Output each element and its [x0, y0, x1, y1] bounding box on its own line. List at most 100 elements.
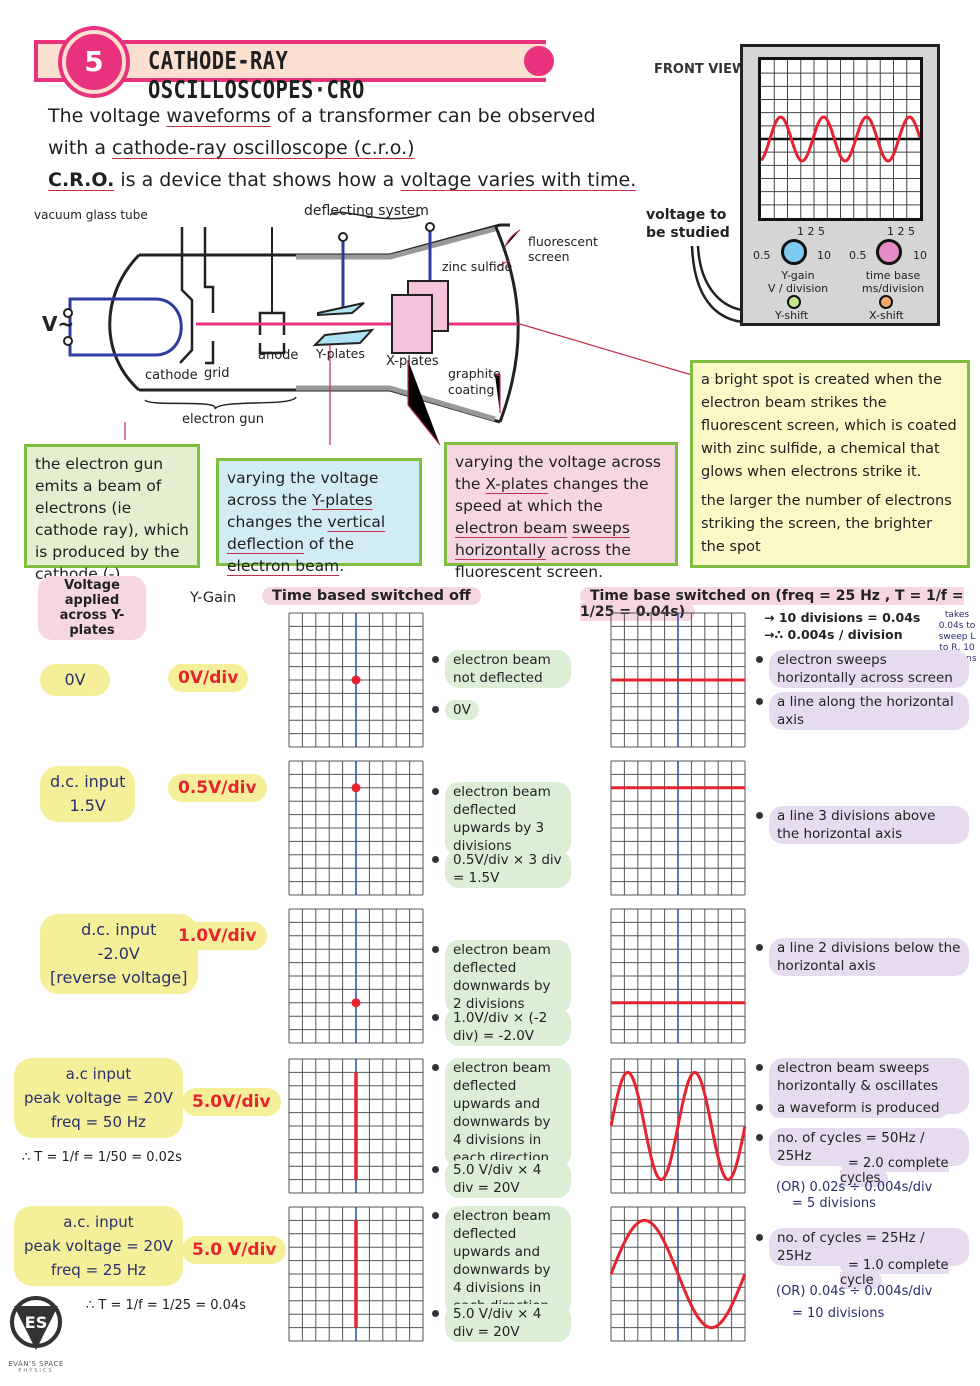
bullet-icon: [432, 655, 439, 663]
voltage-line: a.c input: [65, 1065, 132, 1083]
bullet-icon: [756, 1103, 763, 1111]
brand-logo: ES EVAN'S SPACE PHYSICS: [6, 1296, 66, 1374]
row-voltage: 0V: [40, 664, 110, 696]
xshift-knob[interactable]: [879, 295, 893, 309]
deflecting-label: deflecting system: [304, 203, 429, 219]
voltage-line: d.c. input: [50, 772, 126, 791]
timebase-scale: 1 2 5: [887, 225, 915, 238]
x-plate-front: [391, 294, 433, 354]
grid-timebase-on: [610, 760, 746, 896]
beam-spot: [351, 998, 361, 1008]
anode-label: anode: [258, 348, 299, 363]
calc-note: = 2.0 complete cycles: [840, 1155, 949, 1187]
logo-sub: PHYSICS: [18, 1368, 54, 1374]
bullet-icon: [432, 787, 439, 795]
voltage-line: peak voltage = 20V: [24, 1237, 173, 1255]
calc-note: (OR) 0.02s ÷ 0.004s/div: [776, 1180, 933, 1195]
bullet-icon: [756, 1233, 763, 1241]
grid-timebase-on: [610, 1058, 746, 1194]
row-period: ∴ T = 1/f = 1/50 = 0.02s: [22, 1150, 182, 1165]
yshift-label: Y-shift: [775, 309, 809, 322]
bullet-icon: [432, 1063, 439, 1071]
row-ygain: 1.0V/div: [168, 922, 267, 950]
fluorescent-label: fluorescent screen: [528, 234, 598, 264]
page-title: CATHODE-RAY OSCILLOSCOPES·CRO: [148, 46, 365, 104]
off-note: 5.0 V/div × 4 div = 20V: [432, 1304, 582, 1342]
bullet-icon: [432, 1309, 439, 1317]
es-logo-icon: ES: [10, 1296, 62, 1350]
graphite-label: graphite coating: [448, 366, 501, 397]
section-number: 5: [62, 30, 126, 94]
bullet-icon: [432, 1013, 439, 1021]
timebase-knob[interactable]: [876, 239, 902, 265]
ygain-scale: 1 2 5: [797, 225, 825, 238]
title-banner: 5 CATHODE-RAY OSCILLOSCOPES·CRO: [34, 30, 570, 104]
anode: [258, 311, 286, 355]
beam-spot: [351, 675, 361, 685]
grid-timebase-on: [610, 612, 746, 748]
yshift-knob[interactable]: [787, 295, 801, 309]
grid-timebase-off: [288, 760, 424, 896]
graphite-coating: [296, 226, 496, 260]
zinc-label: zinc sulfide: [442, 259, 513, 274]
grid-timebase-on: [610, 908, 746, 1044]
calc-note: (OR) 0.04s ÷ 0.004s/div: [776, 1284, 933, 1299]
row-ygain: 5.0 V/div: [182, 1236, 287, 1264]
bullet-icon: [756, 697, 763, 705]
pointer-screen: [519, 323, 693, 376]
y-plate-top: [317, 302, 365, 317]
bullet-icon: [432, 855, 439, 863]
off-note: electron beam deflected upwards and down…: [432, 1206, 582, 1316]
row-ygain: 5.0V/div: [182, 1088, 281, 1116]
fluorescent-screen-box: a bright spot is created when the electr…: [690, 360, 970, 568]
off-note: electron beam deflected upwards by 3 div…: [432, 782, 582, 856]
bullet-icon: [432, 705, 439, 713]
grid-timebase-off: [288, 1206, 424, 1342]
bullet-icon: [756, 811, 763, 819]
on-note: a waveform is produced: [756, 1098, 974, 1118]
bullet-icon: [756, 943, 763, 951]
gun-label: electron gun: [182, 412, 264, 427]
ygain-min: 0.5: [753, 249, 771, 262]
voltage-line: d.c. input: [81, 920, 157, 939]
front-view-label: FRONT VIEW: [654, 62, 747, 77]
xshift-label: X-shift: [869, 309, 904, 322]
voltage-line: [reverse voltage]: [50, 968, 188, 987]
voltage-line: 0V: [64, 670, 86, 689]
trace-sine-wave: [610, 1218, 746, 1330]
header-timebase-on: Time base switched on (freq = 25 Hz , T …: [580, 587, 964, 621]
banner-dot-icon: [524, 46, 554, 76]
header-timebase-off: Time based switched off: [262, 587, 481, 605]
bullet-icon: [756, 655, 763, 663]
bullet-icon: [432, 1211, 439, 1219]
on-note: a line 2 divisions below the horizontal …: [756, 938, 974, 976]
bullet-icon: [432, 1165, 439, 1173]
grid: [203, 227, 215, 365]
voltage-line: a.c. input: [63, 1213, 134, 1231]
input-label: voltage to be studied: [646, 207, 730, 241]
voltage-line: 1.5V: [69, 796, 106, 815]
xplates-label: X-plates: [386, 354, 439, 369]
row-period: ∴ T = 1/f = 1/25 = 0.04s: [86, 1298, 246, 1313]
on-note: a line 3 divisions above the horizontal …: [756, 806, 974, 844]
ac-source-label: V~: [42, 312, 75, 336]
off-note: electron beam not deflected: [432, 650, 582, 688]
yplates-box: varying the voltage across the Y-plates …: [216, 458, 422, 575]
bullet-icon: [756, 1063, 763, 1071]
voltage-line: freq = 50 Hz: [50, 1113, 146, 1131]
bullet-icon: [756, 1133, 763, 1141]
ygain-knob[interactable]: [781, 239, 807, 265]
vacuum-label: vacuum glass tube: [34, 208, 148, 222]
crt-tube-diagram: [63, 211, 693, 445]
off-note: 0V: [432, 700, 582, 720]
yplates-label: Y-plates: [316, 346, 365, 361]
timebase-max: 10: [913, 249, 927, 262]
off-note: electron beam deflected downwards by 2 d…: [432, 940, 582, 1014]
off-note: 1.0V/div × (-2 div) = -2.0V: [432, 1008, 582, 1046]
grid-timebase-off: [288, 612, 424, 748]
voltage-line: -2.0V: [97, 944, 140, 963]
